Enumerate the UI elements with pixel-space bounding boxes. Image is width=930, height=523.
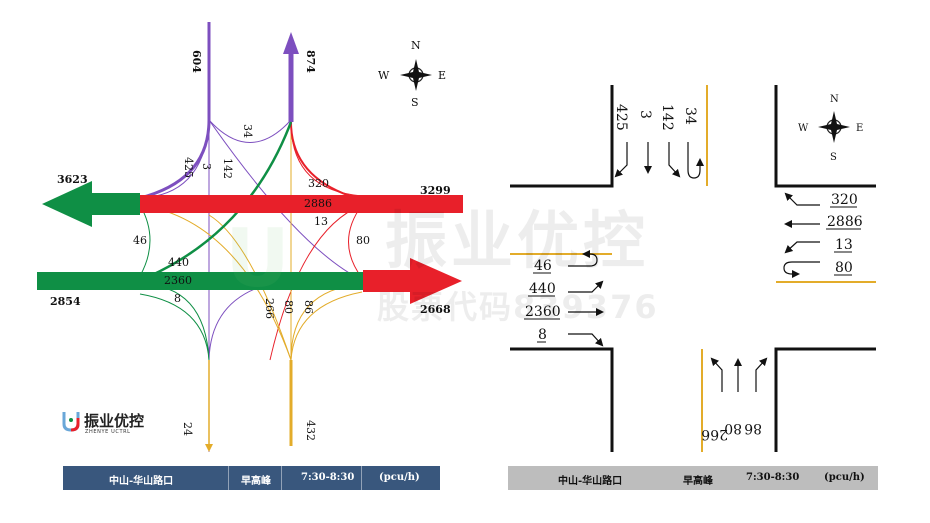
north-to-west-thick (139, 119, 211, 200)
west-out-arrowhead (42, 181, 92, 227)
left-flow-diagram (37, 22, 463, 452)
north-out-value: 604 (190, 50, 203, 73)
east-through-bar (140, 195, 463, 213)
rw-lane-2: 440 (529, 281, 556, 297)
logo-text-en: ZHENYE UCTRL (85, 429, 131, 435)
compass-left-e: E (438, 69, 446, 82)
west-out-value: 3623 (57, 173, 88, 186)
footer-right-unit: (pcu/h) (824, 472, 865, 483)
west-out-shaft (90, 193, 140, 215)
east-in-value: 3299 (420, 184, 451, 197)
south-in-value: 432 (304, 420, 317, 441)
compass-right-w: W (798, 123, 809, 134)
north-lane-arrows (614, 142, 704, 179)
rn-lane-4: 34 (682, 107, 698, 125)
logo-text-cn: 振业优控 (84, 412, 145, 430)
south-right-curve (290, 283, 363, 361)
rs-lane-1: 266 (701, 426, 728, 442)
compass-right-s: S (830, 152, 837, 163)
west-right-value: 8 (174, 292, 181, 305)
east-right-value: 320 (308, 177, 329, 190)
sw-corner (510, 347, 614, 452)
compass-right-e: E (856, 123, 863, 134)
north-label-425: 425 (182, 157, 195, 178)
footer-bar-right: 中山-华山路口 早高峰 7:30-8:30 (pcu/h) (508, 466, 878, 490)
rw-lane-1: 46 (534, 258, 552, 274)
east-out-value: 2668 (420, 303, 451, 316)
compass-left (400, 59, 432, 91)
south-right-lower-curve (290, 291, 363, 361)
east-through-value: 2886 (304, 197, 332, 210)
rs-lane-2: 80 (724, 420, 742, 436)
footer-left-unit: (pcu/h) (379, 472, 420, 483)
footer-left-period: 早高峰 (241, 476, 271, 487)
right-lane-diagram (510, 85, 876, 452)
re-lane-1: 320 (831, 192, 858, 208)
footer-left-time: 7:30-8:30 (301, 472, 355, 483)
compass-left-n: N (411, 39, 421, 52)
rw-lane-4: 8 (538, 327, 547, 343)
footer-right-period: 早高峰 (683, 476, 713, 487)
company-logo: 振业优控 ZHENYE UCTRL (62, 410, 172, 438)
north-uturn-value: 34 (241, 124, 254, 138)
south-left-purple-curve (208, 279, 291, 361)
south-cross-curve (208, 214, 292, 361)
east-out-arrowhead (410, 258, 462, 304)
rw-lane-3: 2360 (525, 304, 561, 320)
east-lane-arrows (783, 192, 820, 278)
logo-mark-icon (62, 412, 80, 432)
west-to-north-thick (149, 121, 293, 278)
east-to-north-thick (290, 121, 351, 197)
north-in-value: 874 (304, 50, 317, 73)
footer-right-road: 中山-华山路口 (558, 476, 623, 487)
compass-right (818, 111, 850, 143)
rn-lane-1: 425 (613, 104, 629, 131)
text-labels: N S W E N S W E 604 874 425 3 142 34 362… (50, 39, 863, 442)
north-label-3: 3 (200, 163, 213, 170)
east-left-value: 13 (314, 215, 328, 228)
west-lane-arrows (568, 250, 604, 347)
west-left-value: 440 (168, 256, 189, 269)
south-out-value: 24 (181, 422, 194, 436)
compass-right-n: N (830, 94, 839, 105)
north-left-curve (208, 119, 363, 281)
re-lane-2: 2886 (827, 214, 863, 230)
compass-left-w: W (378, 69, 390, 82)
west-in-value: 2854 (50, 295, 81, 308)
east-uturn-value: 80 (356, 234, 370, 247)
compass-left-s: S (411, 96, 419, 109)
value-underlines (524, 206, 861, 343)
re-lane-4: 80 (835, 260, 853, 276)
east-out-shaft (363, 270, 413, 292)
north-uturn-curve (208, 119, 292, 143)
west-right-lower-curve (139, 293, 210, 361)
rn-lane-2: 3 (637, 110, 653, 119)
south-through-value: 80 (282, 300, 295, 314)
footer-right-time: 7:30-8:30 (746, 472, 800, 483)
south-left-value: 266 (263, 298, 276, 319)
rn-lane-3: 142 (659, 104, 675, 131)
ne-corner (774, 85, 876, 188)
south-lane-arrows (710, 357, 768, 392)
rs-lane-3: 86 (744, 420, 762, 436)
west-uturn-value: 46 (133, 234, 147, 247)
re-lane-3: 13 (835, 237, 853, 253)
footer-left-road: 中山-华山路口 (109, 476, 174, 487)
north-in-arrowhead (283, 32, 299, 54)
north-label-142: 142 (221, 158, 234, 179)
west-through-value: 2360 (164, 274, 192, 287)
west-through-bar (37, 272, 363, 290)
nw-corner (510, 85, 614, 188)
south-right-value: 86 (302, 300, 315, 314)
footer-bar-left: 中山-华山路口 早高峰 7:30-8:30 (pcu/h) (63, 466, 440, 490)
se-corner (774, 347, 876, 452)
